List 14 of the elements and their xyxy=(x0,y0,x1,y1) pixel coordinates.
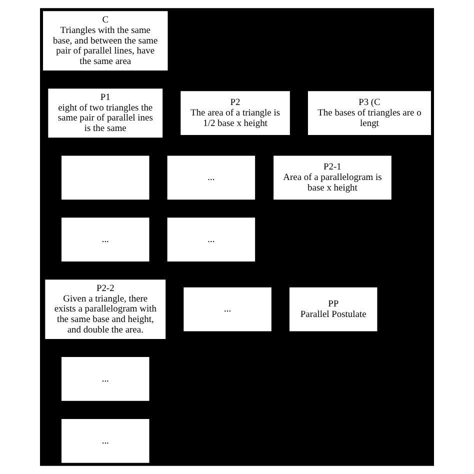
node-box: PP Parallel Postulate xyxy=(289,287,378,332)
node-box: ... xyxy=(62,218,150,262)
node-box: P2-1 Area of a parallelogram is base x height xyxy=(274,156,392,200)
node-box: ... xyxy=(167,156,256,200)
node-box: ... xyxy=(167,218,256,262)
node-box: ... xyxy=(184,287,272,332)
node-box xyxy=(62,156,150,200)
node-box: P2 The area of a triangle is 1/2 base x height xyxy=(180,91,290,136)
node-box: C Triangles with the same base, and between the same pair of parallel lines, have the same area xyxy=(43,11,168,71)
node-box: ... xyxy=(62,418,150,463)
node-box: P1 eight of two triangles the same pair of parallel ines is the same xyxy=(48,88,163,138)
node-box: ... xyxy=(62,357,150,401)
node-box: P2-2 Given a triangle, there exists a parallelogram with the same base and height, and double the area. xyxy=(45,280,166,339)
node-box: P3 (C The bases of triangles are o lengt xyxy=(308,91,431,136)
